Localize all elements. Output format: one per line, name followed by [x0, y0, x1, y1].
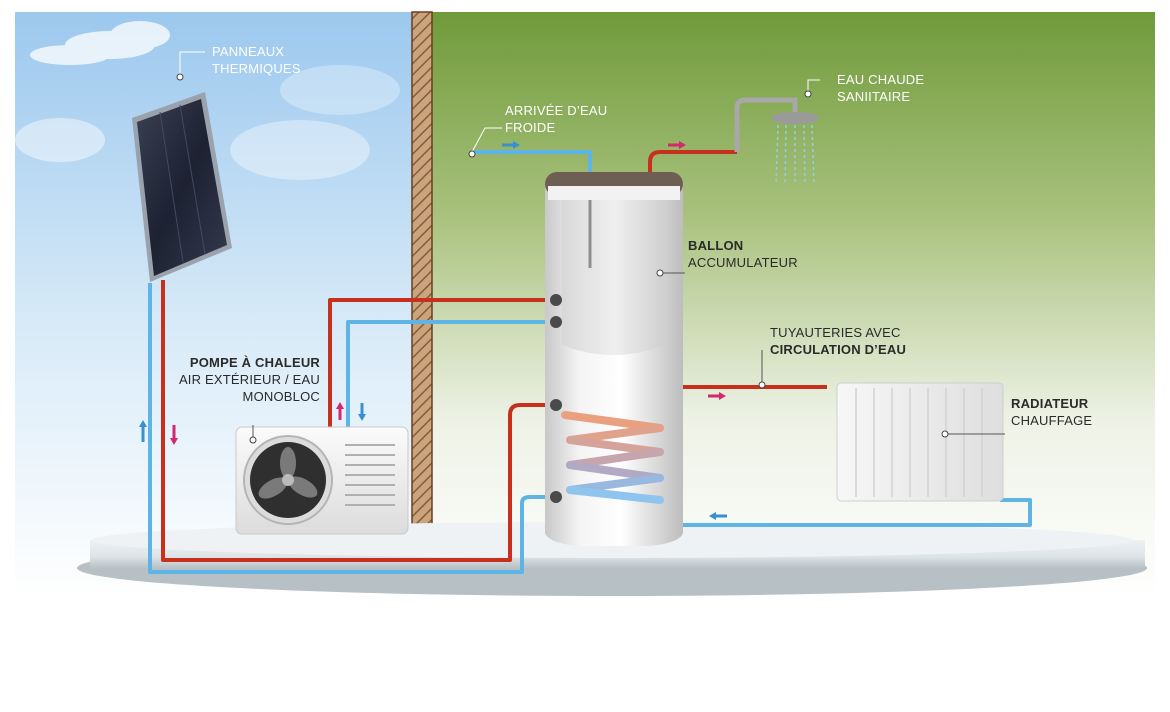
label-eau-chaude-line2: SANIITAIRE: [837, 89, 911, 104]
leader-lines: [179, 51, 820, 153]
label-eau-chaude: EAU CHAUDE SANIITAIRE: [837, 71, 924, 105]
solar-panel: [132, 92, 232, 282]
label-pompe-line2: AIR EXTÉRIEUR / EAU: [178, 372, 320, 387]
label-tuyauteries-line1: TUYAUTERIES AVEC: [770, 325, 901, 340]
label-arrivee: ARRIVÉE D’EAU FROIDE: [505, 102, 607, 136]
label-pompe-line3: MONOBLOC: [242, 389, 320, 404]
pipes: [148, 150, 1032, 574]
label-eau-chaude-line1: EAU CHAUDE: [837, 72, 925, 87]
label-panneaux: PANNEAUX THERMIQUES: [212, 43, 301, 77]
label-ballon-line2: ACCUMULATEUR: [688, 255, 798, 270]
label-panneaux-line2: THERMIQUES: [212, 61, 301, 76]
storage-tank: [545, 172, 683, 546]
house-wall: [411, 11, 433, 543]
label-pompe-line1: POMPE À CHALEUR: [189, 355, 320, 370]
label-ballon: BALLON ACCUMULATEUR: [688, 237, 798, 271]
label-radiateur-line2: CHAUFFAGE: [1011, 413, 1093, 428]
label-radiateur: RADIATEUR CHAUFFAGE: [1011, 395, 1092, 429]
label-panneaux-line1: PANNEAUX: [212, 44, 285, 59]
label-tuyauteries: TUYAUTERIES AVEC CIRCULATION D’EAU: [770, 324, 906, 358]
heat-pump-unit: [235, 426, 409, 535]
label-radiateur-line1: RADIATEUR: [1011, 396, 1089, 411]
label-pompe: POMPE À CHALEUR AIR EXTÉRIEUR / EAU MONO…: [170, 354, 320, 405]
shower-head: [734, 97, 819, 186]
flow-arrows: [139, 141, 727, 520]
clouds: [15, 21, 400, 180]
label-tuyauteries-line2: CIRCULATION D’EAU: [770, 342, 907, 357]
label-arrivee-line1: ARRIVÉE D’EAU: [505, 103, 608, 118]
radiator: [836, 382, 1004, 502]
label-arrivee-line2: FROIDE: [505, 120, 556, 135]
label-ballon-line1: BALLON: [688, 238, 744, 253]
